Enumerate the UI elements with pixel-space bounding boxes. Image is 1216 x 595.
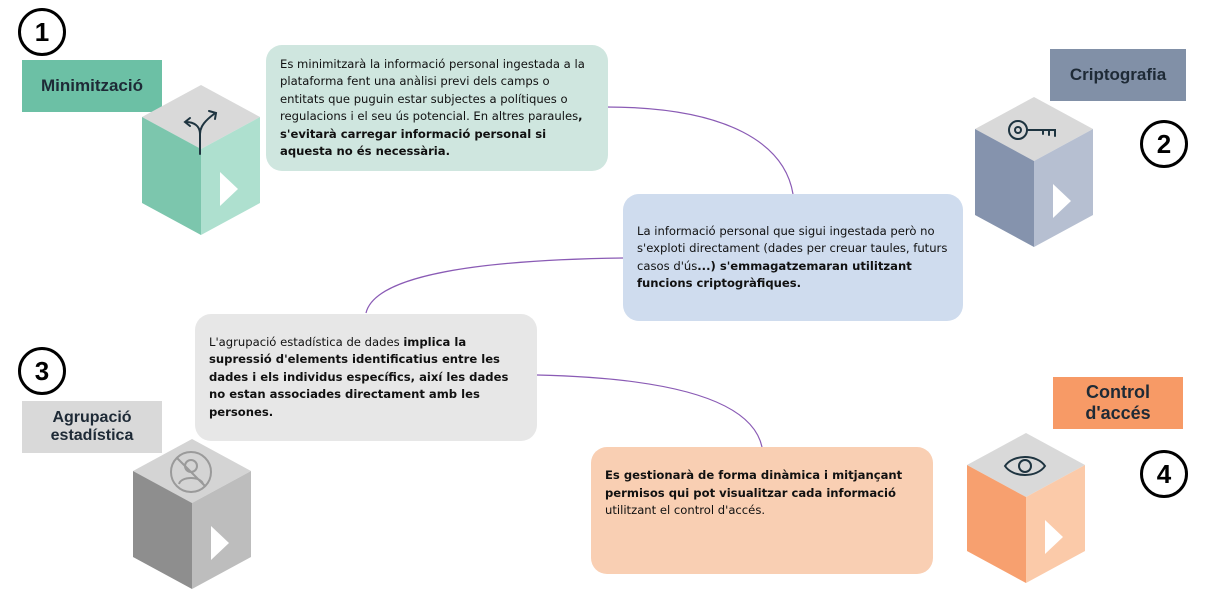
- text-part-bold: implica la supressió d'elements identifi…: [209, 334, 509, 419]
- key-icon: [1008, 120, 1056, 140]
- step-label-criptografia: Criptografia: [1050, 49, 1186, 101]
- text-part-bold: ...) s'emmagatzemaran utilitzant funcion…: [637, 258, 912, 291]
- step-bubble-control-acces: Es gestionarà de forma dinàmica i mitjan…: [591, 447, 933, 574]
- step-label-agrupacio: Agrupació estadística: [22, 401, 162, 453]
- step-number-text: 3: [34, 355, 50, 386]
- step-number-text: 1: [34, 16, 50, 47]
- step-text-criptografia: La informació personal que sigui ingesta…: [637, 223, 949, 293]
- branch-arrows-icon: [183, 110, 218, 155]
- step-label-text: Control d'accés: [1085, 382, 1151, 423]
- connector-2-3: [365, 257, 624, 314]
- step-number-4: 4: [1140, 450, 1188, 498]
- text-part: La informació personal que sigui ingesta…: [637, 223, 948, 273]
- step-number-1: 1: [18, 8, 66, 56]
- cube-criptografia: [975, 97, 1093, 247]
- step-number-3: 3: [18, 347, 66, 395]
- cube-control-acces: [967, 433, 1085, 583]
- step-label-control-acces: Control d'accés: [1053, 377, 1183, 429]
- step-text-agrupacio: L'agrupació estadística de dades implica…: [209, 334, 523, 422]
- step-number-2: 2: [1140, 120, 1188, 168]
- connector-1-2: [605, 106, 794, 195]
- text-part-bold: , s'evitarà carregar informació personal…: [280, 109, 583, 158]
- cube-minimitzacio: [142, 85, 260, 235]
- step-number-text: 2: [1156, 128, 1172, 159]
- text-part: utilitzant el control d'accés.: [605, 503, 766, 517]
- step-label-text: Minimització: [40, 76, 143, 96]
- step-label-text: Agrupació estadística: [50, 408, 134, 444]
- step-text-minimitzacio: Es minimitzarà la informació personal in…: [280, 56, 594, 161]
- no-person-icon: [170, 451, 212, 493]
- step-number-text: 4: [1156, 458, 1172, 489]
- step-label-minimitzacio: Minimització: [22, 60, 162, 112]
- text-part: L'agrupació estadística de dades: [209, 334, 404, 349]
- eye-icon: [1003, 456, 1047, 476]
- text-part: Es minimitzarà la informació personal in…: [280, 56, 585, 124]
- connector-3-4: [536, 374, 763, 448]
- step-label-text: Criptografia: [1069, 65, 1167, 85]
- step-bubble-criptografia: La informació personal que sigui ingesta…: [623, 194, 963, 321]
- step-bubble-minimitzacio: Es minimitzarà la informació personal in…: [266, 45, 608, 171]
- text-part-bold: Es gestionarà de forma dinàmica i mitjan…: [605, 468, 903, 500]
- step-bubble-agrupacio: L'agrupació estadística de dades implica…: [195, 314, 537, 441]
- cube-agrupacio: [133, 439, 251, 589]
- step-text-control-acces: Es gestionarà de forma dinàmica i mitjan…: [605, 467, 919, 520]
